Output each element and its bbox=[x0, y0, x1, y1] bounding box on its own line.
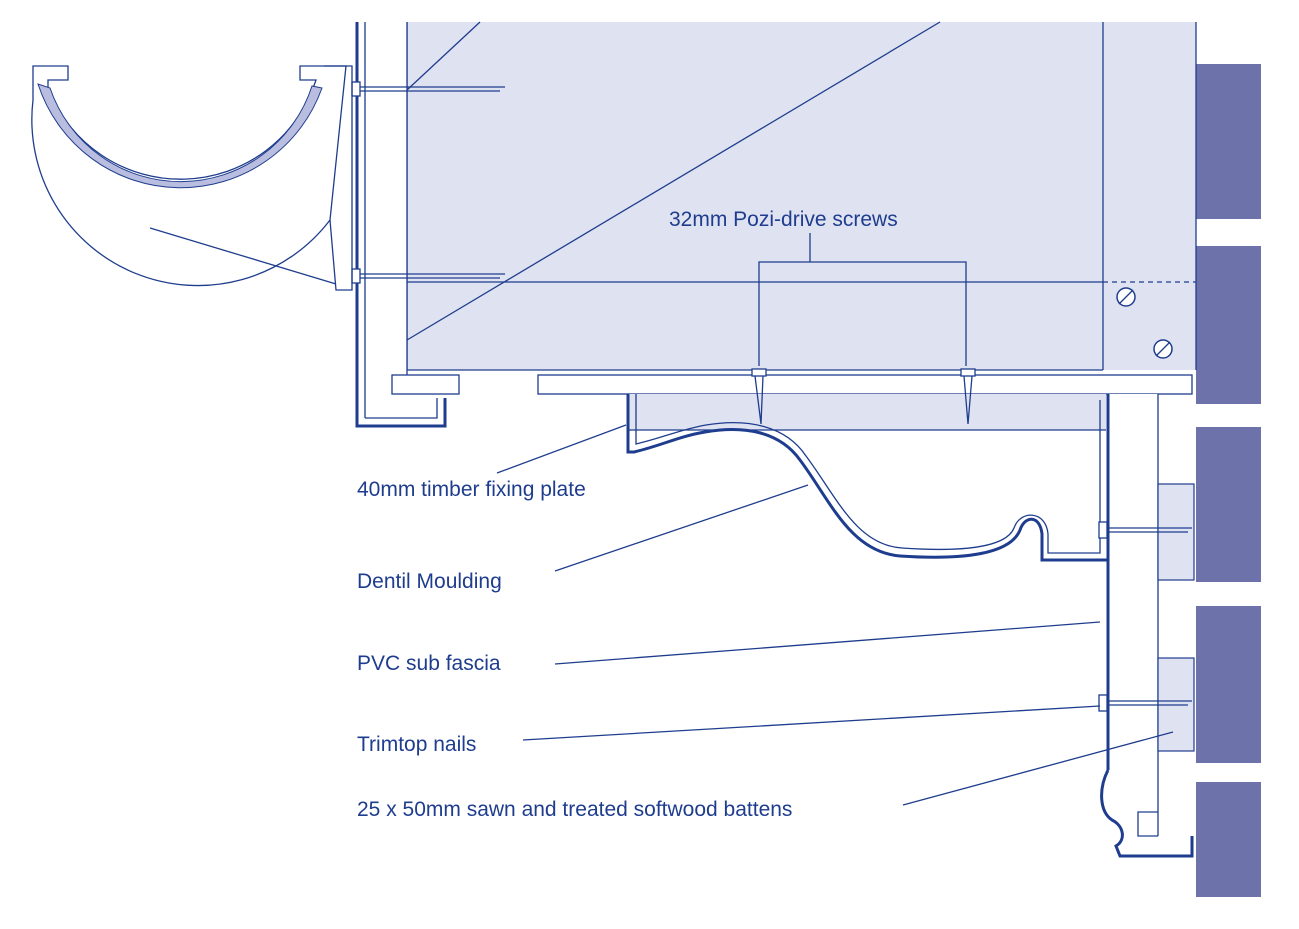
dentil-moulding bbox=[626, 394, 1110, 562]
label-trimtop-nails: Trimtop nails bbox=[357, 733, 477, 756]
fascia-board bbox=[355, 22, 447, 428]
brick-course bbox=[1196, 427, 1261, 582]
leader-lines bbox=[496, 233, 1174, 806]
label-dentil-moulding: Dentil Moulding bbox=[357, 570, 502, 593]
fixings bbox=[351, 81, 1192, 712]
brick-course bbox=[1196, 246, 1261, 404]
label-pvc-sub-fascia: PVC sub fascia bbox=[357, 652, 501, 675]
brick-course bbox=[1196, 64, 1261, 219]
label-pozi-drive-screws: 32mm Pozi-drive screws bbox=[669, 208, 898, 231]
wall-post-timber bbox=[1102, 22, 1197, 370]
brick-course bbox=[1196, 782, 1261, 897]
label-softwood-battens: 25 x 50mm sawn and treated softwood batt… bbox=[357, 798, 793, 821]
brick-wall bbox=[1196, 64, 1261, 897]
brick-course bbox=[1196, 606, 1261, 763]
timber-fixing-plate bbox=[628, 394, 1106, 431]
sub-fascia-and-battens bbox=[1100, 394, 1195, 858]
soffit-board bbox=[391, 374, 1193, 395]
half-round-gutter bbox=[31, 65, 353, 291]
rafter-timber bbox=[406, 21, 1103, 371]
label-timber-fixing-plate: 40mm timber fixing plate bbox=[357, 478, 586, 501]
